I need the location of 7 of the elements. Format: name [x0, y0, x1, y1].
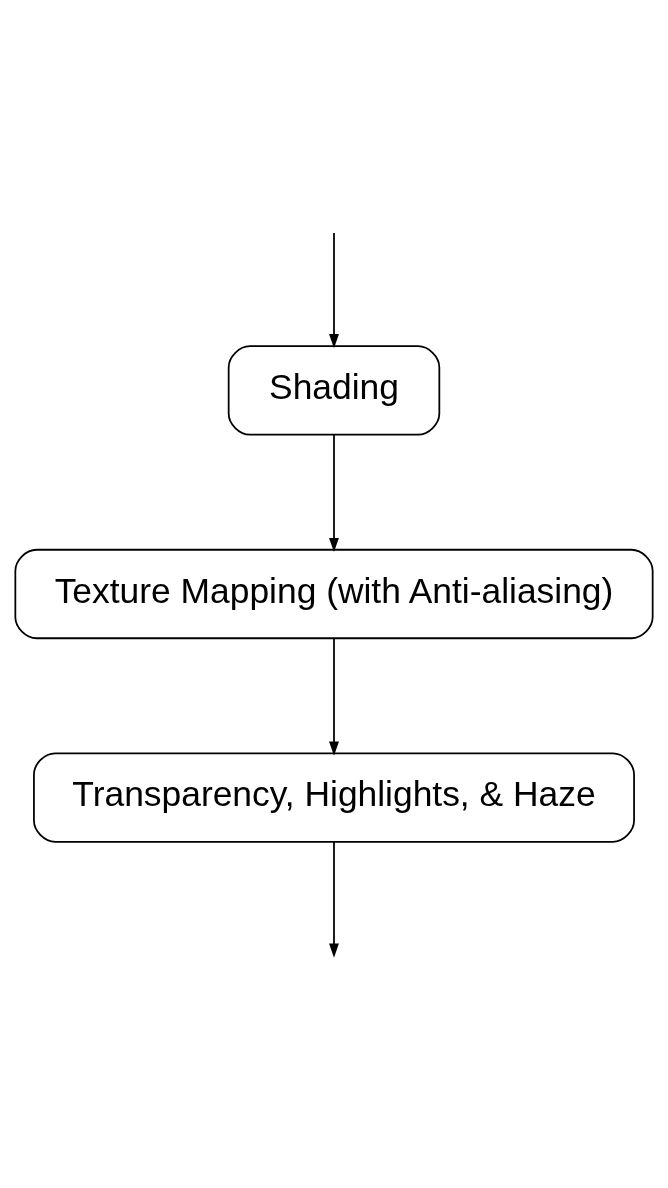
- node-box: Transparency, Highlights, & Haze: [33, 752, 635, 843]
- arrow: [329, 841, 339, 958]
- arrow: [329, 232, 339, 349]
- arrow: [329, 637, 339, 756]
- arrow: [329, 434, 339, 553]
- node-box: Texture Mapping (with Anti-aliasing): [14, 548, 654, 640]
- node-box: Shading: [227, 345, 441, 436]
